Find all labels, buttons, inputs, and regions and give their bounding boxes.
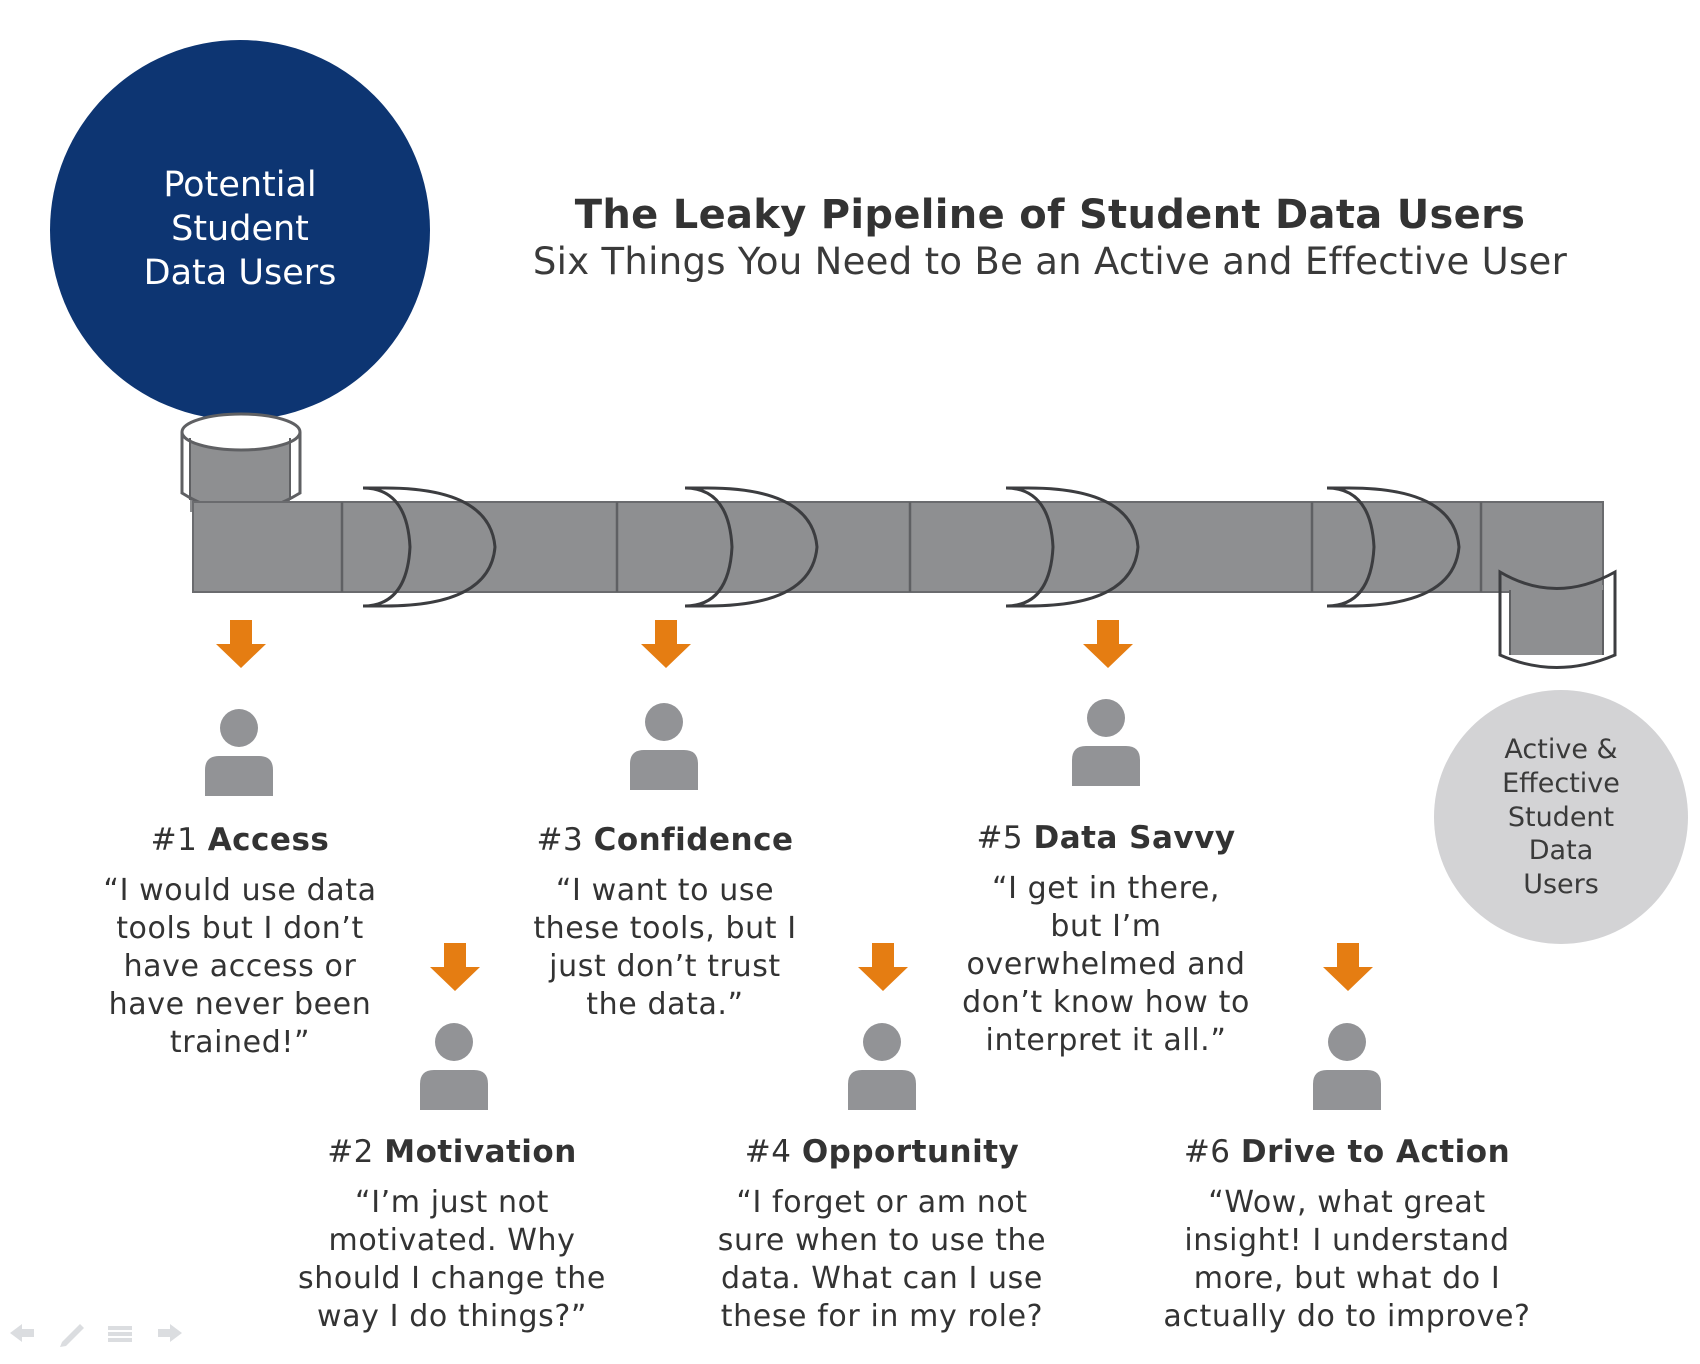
step-heading: #3 Confidence	[475, 822, 855, 858]
step-data-savvy: #5 Data Savvy “I get in there, but I’m o…	[916, 820, 1296, 1060]
end-circle-line: Effective	[1502, 767, 1620, 799]
pen-icon[interactable]	[60, 1324, 84, 1347]
start-circle-line: Data Users	[143, 252, 337, 293]
leak-ring	[1005, 486, 1140, 608]
menu-icon[interactable]	[108, 1326, 132, 1342]
start-circle-line: Potential	[163, 165, 317, 206]
diagram-title: The Leaky Pipeline of Student Data Users	[574, 192, 1526, 238]
start-circle-line: Student	[171, 209, 309, 250]
person-icon	[630, 703, 698, 790]
leak-arrows	[216, 620, 1373, 991]
step-number: #5	[976, 820, 1024, 856]
pipe-outlet-collar	[1498, 569, 1617, 669]
start-circle	[50, 40, 430, 420]
pipe-joints	[340, 502, 1483, 592]
pipe-outlet-inner	[1509, 590, 1604, 655]
step-name: Drive to Action	[1240, 1134, 1511, 1170]
end-circle-label: Active & Effective Student Data Users	[1441, 720, 1681, 915]
step-number: #1	[150, 822, 198, 858]
step-name: Opportunity	[801, 1134, 1020, 1170]
step-heading: #1 Access	[50, 822, 430, 858]
previous-slide-icon[interactable]	[10, 1324, 34, 1342]
step-heading: #4 Opportunity	[692, 1134, 1072, 1170]
step-quote: “I get in there, but I’m overwhelmed and…	[962, 871, 1250, 1058]
end-circle-line: Student	[1507, 801, 1615, 833]
step-drive-to-action: #6 Drive to Action “Wow, what great insi…	[1157, 1134, 1537, 1336]
step-access: #1 Access “I would use data tools but I …	[50, 822, 430, 1062]
person-icon	[848, 1023, 916, 1110]
step-heading: #6 Drive to Action	[1157, 1134, 1537, 1170]
step-quote: “I’m just not motivated. Why should I ch…	[298, 1185, 606, 1334]
down-arrow-icon	[1083, 620, 1133, 668]
pipe-inlet-inner	[189, 438, 291, 500]
person-icon	[420, 1023, 488, 1110]
person-icon	[1072, 699, 1140, 786]
leak-ring	[362, 486, 497, 608]
step-name: Confidence	[593, 822, 794, 858]
start-circle-label: Potential Student Data Users	[70, 140, 410, 320]
leak-ring	[1326, 486, 1461, 608]
person-icon	[205, 709, 273, 796]
step-quote: “I would use data tools but I don’t have…	[103, 873, 377, 1060]
step-number: #6	[1183, 1134, 1231, 1170]
down-arrow-icon	[1323, 943, 1373, 991]
pipe-inlet-rim	[180, 412, 302, 452]
step-heading: #5 Data Savvy	[916, 820, 1296, 856]
person-icon	[1313, 1023, 1381, 1110]
step-name: Motivation	[384, 1134, 577, 1170]
step-quote: “I forget or am not sure when to use the…	[717, 1185, 1047, 1334]
leak-ring	[684, 486, 819, 608]
down-arrow-icon	[430, 943, 480, 991]
next-slide-icon[interactable]	[158, 1324, 182, 1342]
step-quote: “Wow, what great insight! I understand m…	[1163, 1185, 1531, 1334]
slide-controls	[10, 1324, 182, 1347]
step-heading: #2 Motivation	[262, 1134, 642, 1170]
end-circle-line: Active &	[1504, 734, 1618, 766]
down-arrow-icon	[216, 620, 266, 668]
people	[205, 699, 1381, 1110]
step-confidence: #3 Confidence “I want to use these tools…	[475, 822, 855, 1024]
step-quote: “I want to use these tools, but I just d…	[533, 873, 797, 1022]
step-number: #4	[744, 1134, 792, 1170]
end-circle	[1434, 690, 1688, 944]
end-circle-line: Users	[1523, 869, 1599, 901]
down-arrow-icon	[858, 943, 908, 991]
step-name: Data Savvy	[1033, 820, 1236, 856]
down-arrow-icon	[641, 620, 691, 668]
pipe-outlet	[1510, 585, 1603, 655]
diagram-subtitle: Six Things You Need to Be an Active and …	[532, 240, 1568, 283]
step-name: Access	[207, 822, 330, 858]
step-motivation: #2 Motivation “I’m just not motivated. W…	[262, 1134, 642, 1336]
step-opportunity: #4 Opportunity “I forget or am not sure …	[692, 1134, 1072, 1336]
end-circle-line: Data	[1528, 835, 1594, 867]
step-number: #3	[536, 822, 584, 858]
step-number: #2	[327, 1134, 374, 1170]
